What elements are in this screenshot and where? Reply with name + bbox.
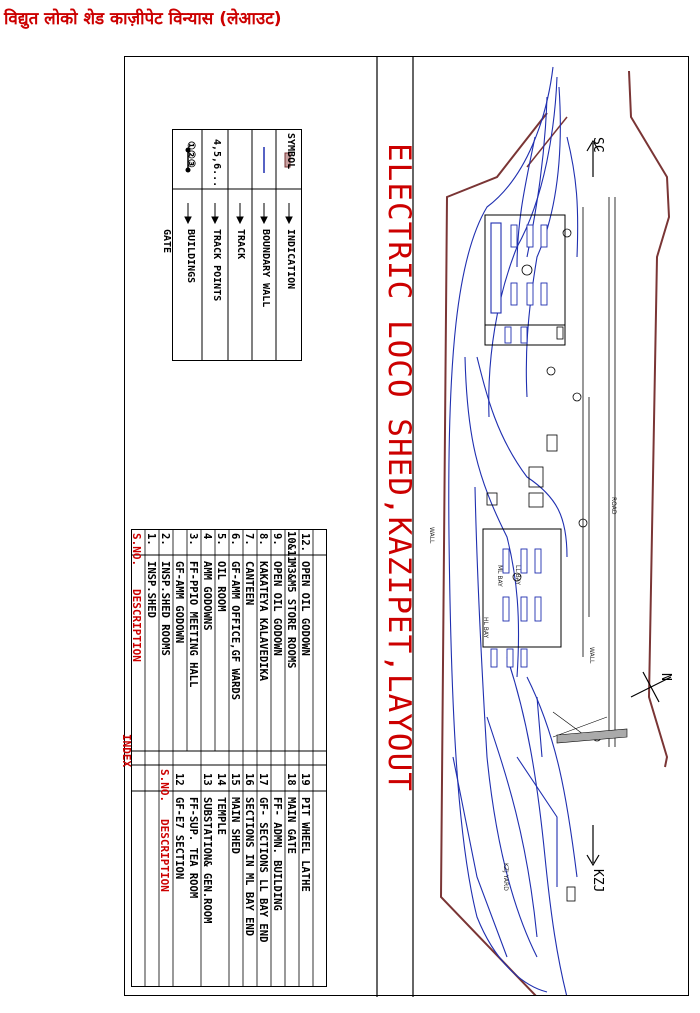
road-label: ROAD — [610, 497, 617, 515]
wall-label: WALL — [428, 527, 435, 544]
index-col-desc-right: DESCRIPTION — [158, 819, 171, 892]
index-col-desc-left: DESCRIPTION — [130, 589, 143, 662]
wall-label: WALL — [588, 647, 595, 664]
index-col-sno-left: S.NO. — [130, 533, 143, 567]
bay-label: HL BAY — [482, 617, 489, 639]
index-desc: TEMPLE — [215, 797, 227, 835]
index-no: 1. — [145, 533, 157, 546]
index-no: 7. — [243, 533, 255, 546]
index-no: 5. — [215, 533, 227, 546]
index-no: 12. — [299, 533, 311, 552]
index-title: INDEX — [120, 734, 133, 768]
gate-symbol — [185, 147, 191, 173]
index-desc: FF-PPIO MEETING HALL — [187, 561, 199, 688]
track-map-svg — [439, 66, 672, 995]
index-desc: MAIN SHED — [229, 797, 241, 854]
frame-lines — [376, 57, 414, 997]
index-grid — [131, 529, 327, 987]
legend-track-points-symbol: 4,5,6... — [211, 139, 222, 188]
index-desc: INSP.SHED — [145, 561, 157, 618]
direction-kzj: KZJ — [590, 869, 605, 893]
index-desc: KAKATEYA KALAVEDIKA — [257, 561, 269, 682]
legend-buildings-symbol: ①②③ — [185, 141, 196, 168]
index-no: 3. — [187, 533, 199, 546]
index-desc: M3&M5 STORE ROOMS — [285, 561, 297, 669]
index-desc: INSP.SHED ROOMS — [159, 561, 171, 656]
page-title: विद्युत लोको शेड काज़ीपेट विन्यास (लेआउट… — [4, 9, 282, 29]
index-desc: FF-SUP. TEA ROOM — [187, 797, 199, 899]
index-no: 18 — [285, 773, 297, 786]
index-no: 13 — [201, 773, 213, 786]
index-no: 12 — [173, 773, 185, 786]
index-desc: AMM GODOWNS — [201, 561, 213, 631]
index-no: 14 — [215, 773, 227, 786]
index-desc: OPEN OIL GODOWN — [299, 561, 311, 656]
index-desc: FF- ADMN. BUILDING — [271, 797, 283, 911]
bay-label: ML BAY — [496, 565, 503, 587]
legend-gate: GATE — [161, 229, 172, 254]
index-no: 19 — [299, 773, 311, 786]
legend-track: TRACK — [235, 229, 246, 260]
index-no: 9. — [271, 533, 283, 546]
index-desc: SECTIONS IN ML BAY END — [243, 797, 255, 937]
index-no: 16 — [243, 773, 255, 786]
gate-road — [556, 728, 628, 744]
legend-boundary-wall: BOUNDARY WALL — [260, 229, 271, 308]
inspection-shed — [484, 214, 566, 346]
index-no: 10&11 — [285, 531, 297, 563]
legend-track-points: TRACK POINTS — [211, 229, 222, 302]
layout-drawing: ELECTRIC LOCO SHED,KAZIPET,LAYOUT — [120, 56, 689, 997]
index-desc: OPEN OIL GODOWN — [271, 561, 283, 656]
index-table: 12. OPEN OIL GODOWN 10&11 M3&M5 STORE RO… — [120, 529, 327, 987]
index-desc: GF-AMM OFFICE,GF WARDS — [229, 561, 241, 701]
index-desc: GF- SECTIONS LL BAY END — [257, 797, 269, 943]
tracks — [448, 66, 579, 995]
index-desc: CANTEEN — [243, 561, 255, 606]
index-no: 17 — [257, 773, 269, 786]
legend-buildings: BUILDINGS — [185, 229, 196, 284]
north-label: N — [658, 673, 673, 681]
main-shed — [482, 528, 562, 668]
index-desc: SUBSTATION& GEN.ROOM — [201, 797, 213, 924]
index-desc: GF-AMM GODOWN — [173, 561, 185, 644]
index-desc: PIT WHEEL LATHE — [299, 797, 311, 892]
boundary-wall-left — [439, 112, 548, 995]
boundary-wall-symbol — [284, 152, 291, 168]
index-no: 2. — [159, 533, 171, 546]
index-no: 4 — [201, 533, 213, 540]
index-no: 6. — [229, 533, 241, 546]
track-map: SC KZJ N WALL WALL ROAD KZJ YARD ML BAY … — [417, 57, 687, 995]
direction-sc: SC — [590, 137, 605, 153]
boundary-wall-right — [628, 70, 671, 768]
bay-label: LL BAY — [514, 565, 521, 586]
legend-grid — [172, 129, 302, 361]
index-no: 15 — [229, 773, 241, 786]
legend-header-indication: INDICATION — [285, 229, 296, 290]
legend-table: SYMBOL INDICATION BOUNDARY WALL TRACK 4,… — [161, 129, 302, 361]
kzj-yard-label: KZJ YARD — [502, 863, 509, 891]
index-no: 8. — [257, 533, 269, 546]
legend-header-symbol: SYMBOL — [285, 133, 296, 170]
index-desc: GF-E7 SECTION — [173, 797, 185, 880]
index-desc: OIL ROOM — [215, 561, 227, 612]
small-buildings — [486, 228, 602, 902]
index-desc: MAIN GATE — [285, 797, 297, 854]
index-col-sno-right: S.NO. — [158, 769, 171, 803]
